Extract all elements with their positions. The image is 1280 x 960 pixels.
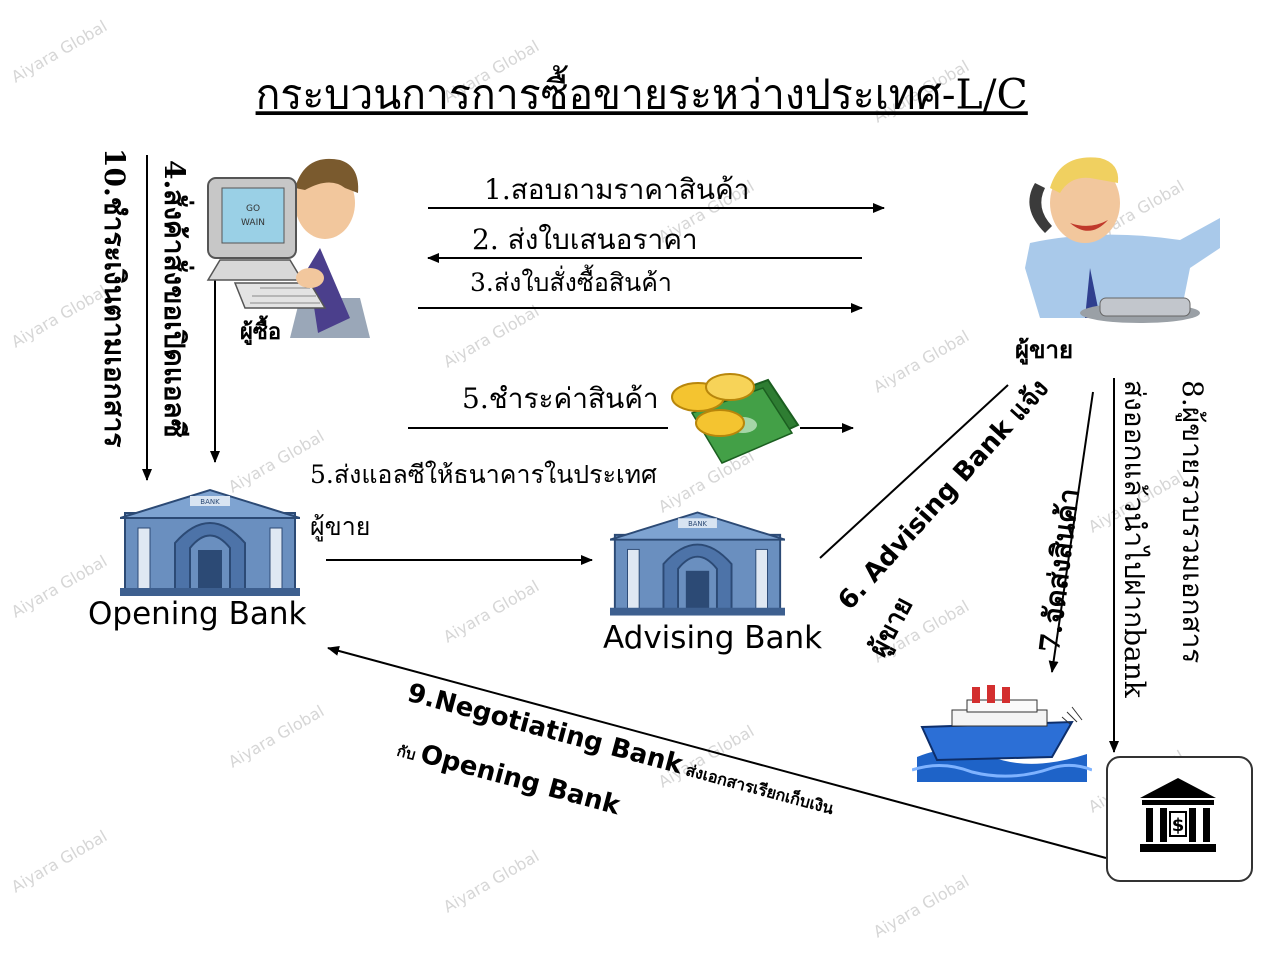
svg-text:BANK: BANK bbox=[200, 498, 220, 506]
step1-label: 1.สอบถามราคาสินค้า bbox=[484, 173, 750, 206]
svg-text:$: $ bbox=[1172, 815, 1185, 836]
ship-icon bbox=[912, 685, 1092, 782]
arrow-step9 bbox=[327, 646, 1107, 859]
money-coins-icon bbox=[671, 373, 800, 464]
opening-bank-label: Opening Bank bbox=[88, 596, 307, 632]
line-step6 bbox=[819, 384, 1009, 559]
buyer-label: ผู้ซื้อ bbox=[240, 319, 282, 345]
step5-pay-label: 5.ชำระค่าสินค้า bbox=[462, 382, 659, 415]
svg-text:WAIN: WAIN bbox=[241, 218, 265, 228]
svg-text:BANK: BANK bbox=[688, 520, 707, 528]
page-title: กระบวนการการซื้อขายระหว่างประเทศ-L/C bbox=[255, 71, 1028, 119]
step8-label-line1: 8.ผู้ขายรวบรวมเอกสาร bbox=[1176, 380, 1209, 664]
step9-with: กับ bbox=[395, 741, 418, 764]
step3-label: 3.ส่งใบสั่งซื้อสินค้า bbox=[470, 268, 672, 297]
bank-dollar-icon: $ bbox=[1140, 778, 1216, 852]
person-on-phone-icon bbox=[1025, 157, 1220, 323]
step2-label: 2. ส่งใบเสนอราคา bbox=[472, 223, 698, 256]
svg-text:GO: GO bbox=[246, 204, 260, 214]
arrow-step7 bbox=[1048, 391, 1094, 673]
advising-bank-label: Advising Bank bbox=[603, 620, 823, 656]
step5-lc-label-line2: ผู้ขาย bbox=[310, 512, 371, 541]
step5-lc-label-line1: 5.ส่งแอลซีให้ธนาคารในประเทศ bbox=[310, 460, 657, 489]
advising-bank-building-icon: BANK bbox=[610, 511, 785, 616]
step8-label-line2: ส่งออกแล้วนำไปฝากbank bbox=[1118, 380, 1151, 698]
person-at-computer-icon: GO WAIN bbox=[206, 158, 370, 338]
opening-bank-building-icon: BANK bbox=[120, 488, 300, 596]
step10-label: 10.ชำระเงินตามเอกสาร bbox=[98, 148, 131, 448]
seller-label: ผู้ขาย bbox=[1015, 335, 1074, 364]
